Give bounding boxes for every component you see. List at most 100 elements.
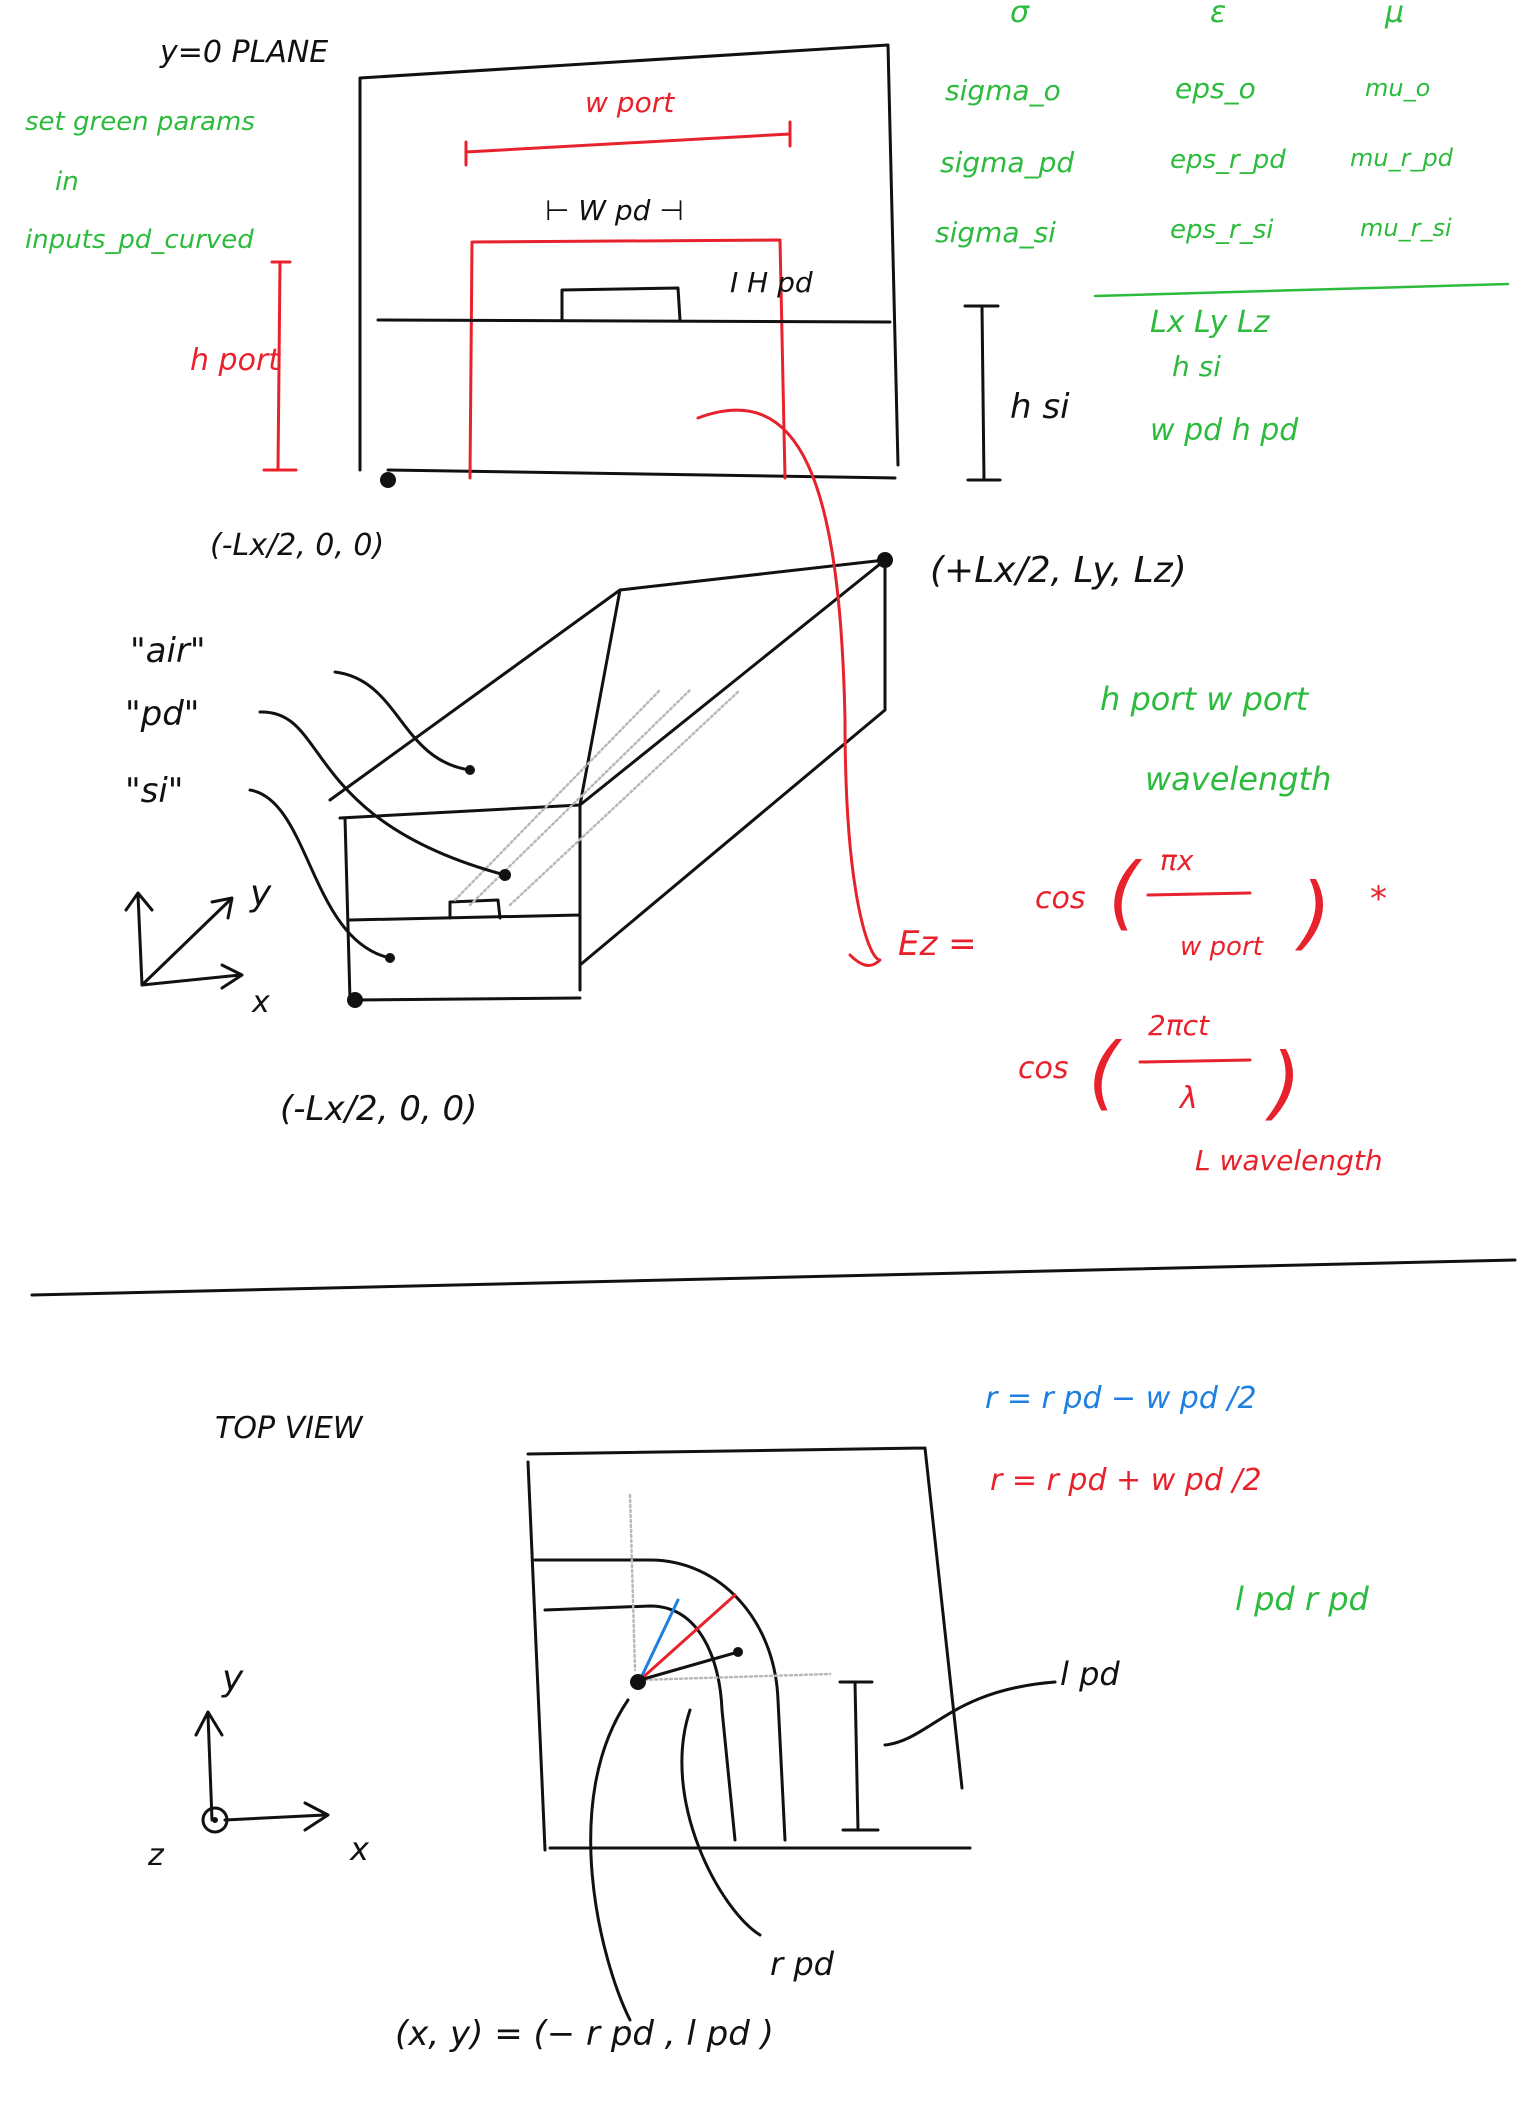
z-axis-dot xyxy=(212,1817,218,1823)
table-divider xyxy=(1093,282,1510,298)
cell-eps-o: eps_o xyxy=(1175,72,1256,105)
corner-near-label: (-Lx/2, 0, 0) xyxy=(280,1089,477,1129)
corner-far-label: (+Lx/2, Ly, Lz) xyxy=(930,550,1187,591)
radius-inner xyxy=(638,1598,680,1682)
green-params: Lx Ly Lz h si w pd h pd h port w port wa… xyxy=(1100,305,1331,798)
cell-sigma-pd: sigma_pd xyxy=(940,146,1074,179)
green-note-line1: set green params xyxy=(25,107,255,137)
param-line2: h si xyxy=(1172,350,1221,383)
front-view: y=0 PLANE w port ⊢ W pd ⊣ I H pd h port … xyxy=(159,35,1070,563)
w-port-label: w port xyxy=(585,86,675,119)
h-si-label: h si xyxy=(1010,387,1070,427)
iso-hidden-lines xyxy=(453,688,742,907)
bottom-edge xyxy=(353,996,582,1002)
r-pd-label: r pd xyxy=(770,1945,835,1983)
pd-inner-edge xyxy=(543,1604,737,1842)
label-si: "si" xyxy=(125,771,183,811)
param-line1: Lx Ly Lz xyxy=(1150,305,1271,340)
frac-bar1 xyxy=(1146,891,1252,897)
pd-bump xyxy=(560,286,682,322)
header-sigma: σ xyxy=(1010,0,1030,30)
h-si-dimension xyxy=(963,304,1002,482)
h-port-label: h port xyxy=(190,343,281,378)
cell-mu-r-pd: mu_r_pd xyxy=(1350,144,1454,172)
equation-den2: λ xyxy=(1178,1081,1198,1116)
equation-cos2: cos xyxy=(1018,1051,1068,1086)
leader-air-dot xyxy=(465,765,475,775)
coord-label: (x, y) = (− r pd , l pd ) xyxy=(395,2014,774,2054)
r-pd-leader xyxy=(680,1708,762,1937)
equation-den1: w port xyxy=(1180,932,1264,962)
paren-open2: ( xyxy=(1088,1026,1123,1119)
cell-eps-r-pd: eps_r_pd xyxy=(1170,145,1286,175)
l-pd-dimension xyxy=(838,1680,880,1832)
label-air: "air" xyxy=(130,631,206,671)
top-view-params: l pd r pd xyxy=(1235,1580,1370,1618)
r-inner-formula: r = r pd − w pd /2 xyxy=(985,1381,1257,1416)
equation-lhs: Ez = xyxy=(898,924,977,964)
param-line5: wavelength xyxy=(1145,760,1331,798)
paren-close2: ) xyxy=(1265,1036,1301,1129)
green-note-line2: in xyxy=(55,167,79,197)
h-pd-label: I H pd xyxy=(730,266,813,299)
equation-star: * xyxy=(1370,879,1387,919)
header-eps: ε xyxy=(1210,0,1226,30)
equation: Ez = cos ( πx w port ) * cos ( 2πct λ ) … xyxy=(696,408,1387,1177)
top-axis-z: z xyxy=(147,1838,165,1873)
equation-leader xyxy=(696,408,882,967)
paren-open1: ( xyxy=(1108,846,1143,939)
iso-axis-y: y xyxy=(249,873,272,914)
equation-num1: πx xyxy=(1160,844,1194,877)
top-axis-y: y xyxy=(221,1658,244,1699)
param-line4: h port w port xyxy=(1100,680,1310,718)
leader-pd xyxy=(258,710,507,877)
h-port-dimension xyxy=(262,260,298,472)
green-note: set green params in inputs_pd_curved xyxy=(25,107,255,255)
cell-sigma-si: sigma_si xyxy=(935,216,1056,249)
green-note-line3: inputs_pd_curved xyxy=(25,225,254,255)
center-leader xyxy=(589,1698,632,2022)
top-view: TOP VIEW l pd r pd (x, y) = (− r pd , l … xyxy=(147,1381,1370,2054)
radius-pd-dot xyxy=(733,1647,743,1657)
iso-pd-bump xyxy=(448,898,502,920)
z-axis-circle xyxy=(201,1806,229,1834)
iso-box-edges xyxy=(328,558,887,1002)
cell-mu-o: mu_o xyxy=(1365,74,1430,102)
w-pd-label: ⊢ W pd ⊣ xyxy=(545,194,684,227)
header-mu: μ xyxy=(1384,0,1404,30)
port-window xyxy=(468,238,787,480)
w-port-dimension xyxy=(464,120,792,167)
section-divider xyxy=(30,1258,1517,1297)
leader-si xyxy=(248,788,392,960)
material-table: σ ε μ sigma_o eps_o mu_o sigma_pd eps_r_… xyxy=(935,0,1510,298)
cell-eps-r-si: eps_r_si xyxy=(1170,215,1274,245)
center-dot xyxy=(630,1674,646,1690)
front-view-box xyxy=(358,43,900,480)
front-origin-label: (-Lx/2, 0, 0) xyxy=(210,528,384,563)
iso-view: (+Lx/2, Ly, Lz) (-Lx/2, 0, 0) "air" "pd"… xyxy=(124,550,1187,1129)
equation-cos1: cos xyxy=(1035,881,1085,916)
iso-axis-x: x xyxy=(251,985,270,1020)
si-surface xyxy=(376,318,892,324)
radius-outer xyxy=(638,1593,737,1682)
pd-outer-edge xyxy=(533,1558,787,1842)
paren-close1: ) xyxy=(1295,866,1331,959)
r-outer-formula: r = r pd + w pd /2 xyxy=(990,1463,1262,1498)
label-pd: "pd" xyxy=(125,694,199,734)
top-axes xyxy=(194,1710,330,1832)
equation-note: L wavelength xyxy=(1195,1144,1383,1177)
l-pd-leader xyxy=(883,1680,1057,1747)
top-view-guides xyxy=(628,1493,832,1682)
param-line3: w pd h pd xyxy=(1150,413,1299,448)
top-axis-x: x xyxy=(349,1830,370,1868)
front-view-title: y=0 PLANE xyxy=(159,35,328,70)
leader-air xyxy=(333,670,472,772)
leader-si-dot xyxy=(385,953,395,963)
front-origin-dot xyxy=(380,472,396,488)
top-view-title: TOP VIEW xyxy=(215,1411,364,1446)
frac-bar2 xyxy=(1138,1058,1252,1064)
iso-axes xyxy=(124,891,244,990)
equation-num2: 2πct xyxy=(1148,1009,1210,1042)
cell-mu-r-si: mu_r_si xyxy=(1360,214,1452,242)
